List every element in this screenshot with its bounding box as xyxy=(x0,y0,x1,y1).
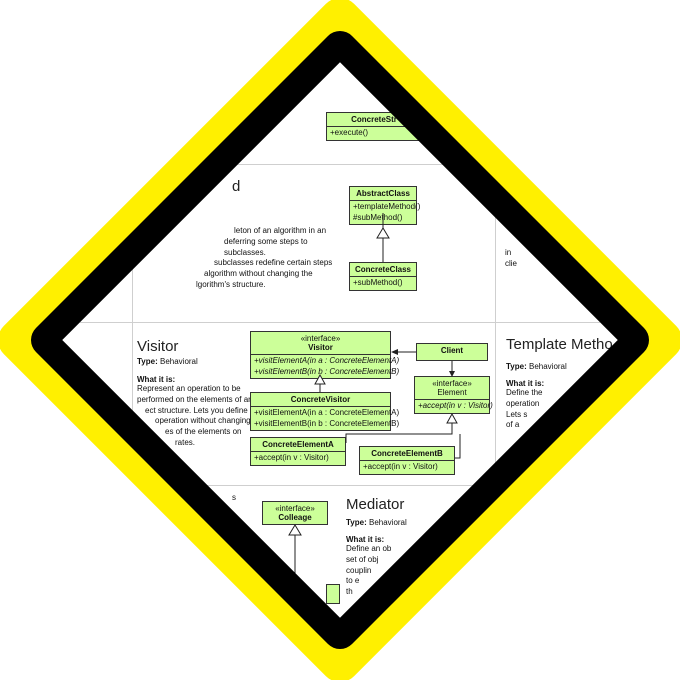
mediator-desc-line: couplin xyxy=(346,565,372,575)
mediator-desc-line: set of obj xyxy=(346,554,379,564)
mediator-desc-line: Define an ob xyxy=(346,544,392,553)
mediator-title: Mediator xyxy=(346,496,405,513)
mediator-type-label: Type: xyxy=(346,518,367,527)
mediator-type-value: Behavioral xyxy=(368,518,407,527)
mediator-type: Type: Behavioral xyxy=(346,518,407,529)
colleague-corner-box xyxy=(326,584,340,604)
